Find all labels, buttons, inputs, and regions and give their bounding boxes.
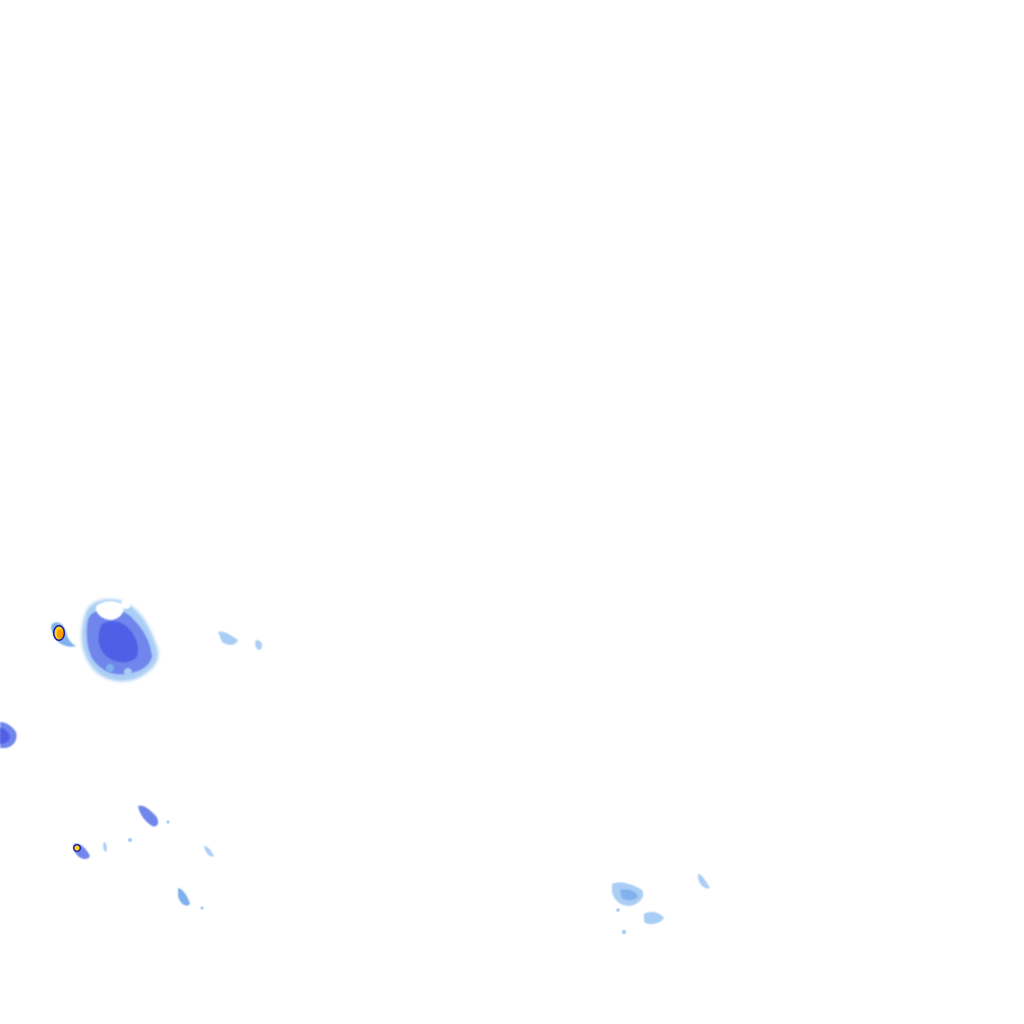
isolated-intense-cell: [51, 622, 76, 647]
left-edge-cell: [0, 722, 17, 748]
southeast-light-echoes: [612, 874, 710, 935]
small-intense-cell: [73, 843, 90, 859]
main-storm-cell: [81, 599, 159, 682]
scattered-light-echoes: [103, 631, 263, 910]
